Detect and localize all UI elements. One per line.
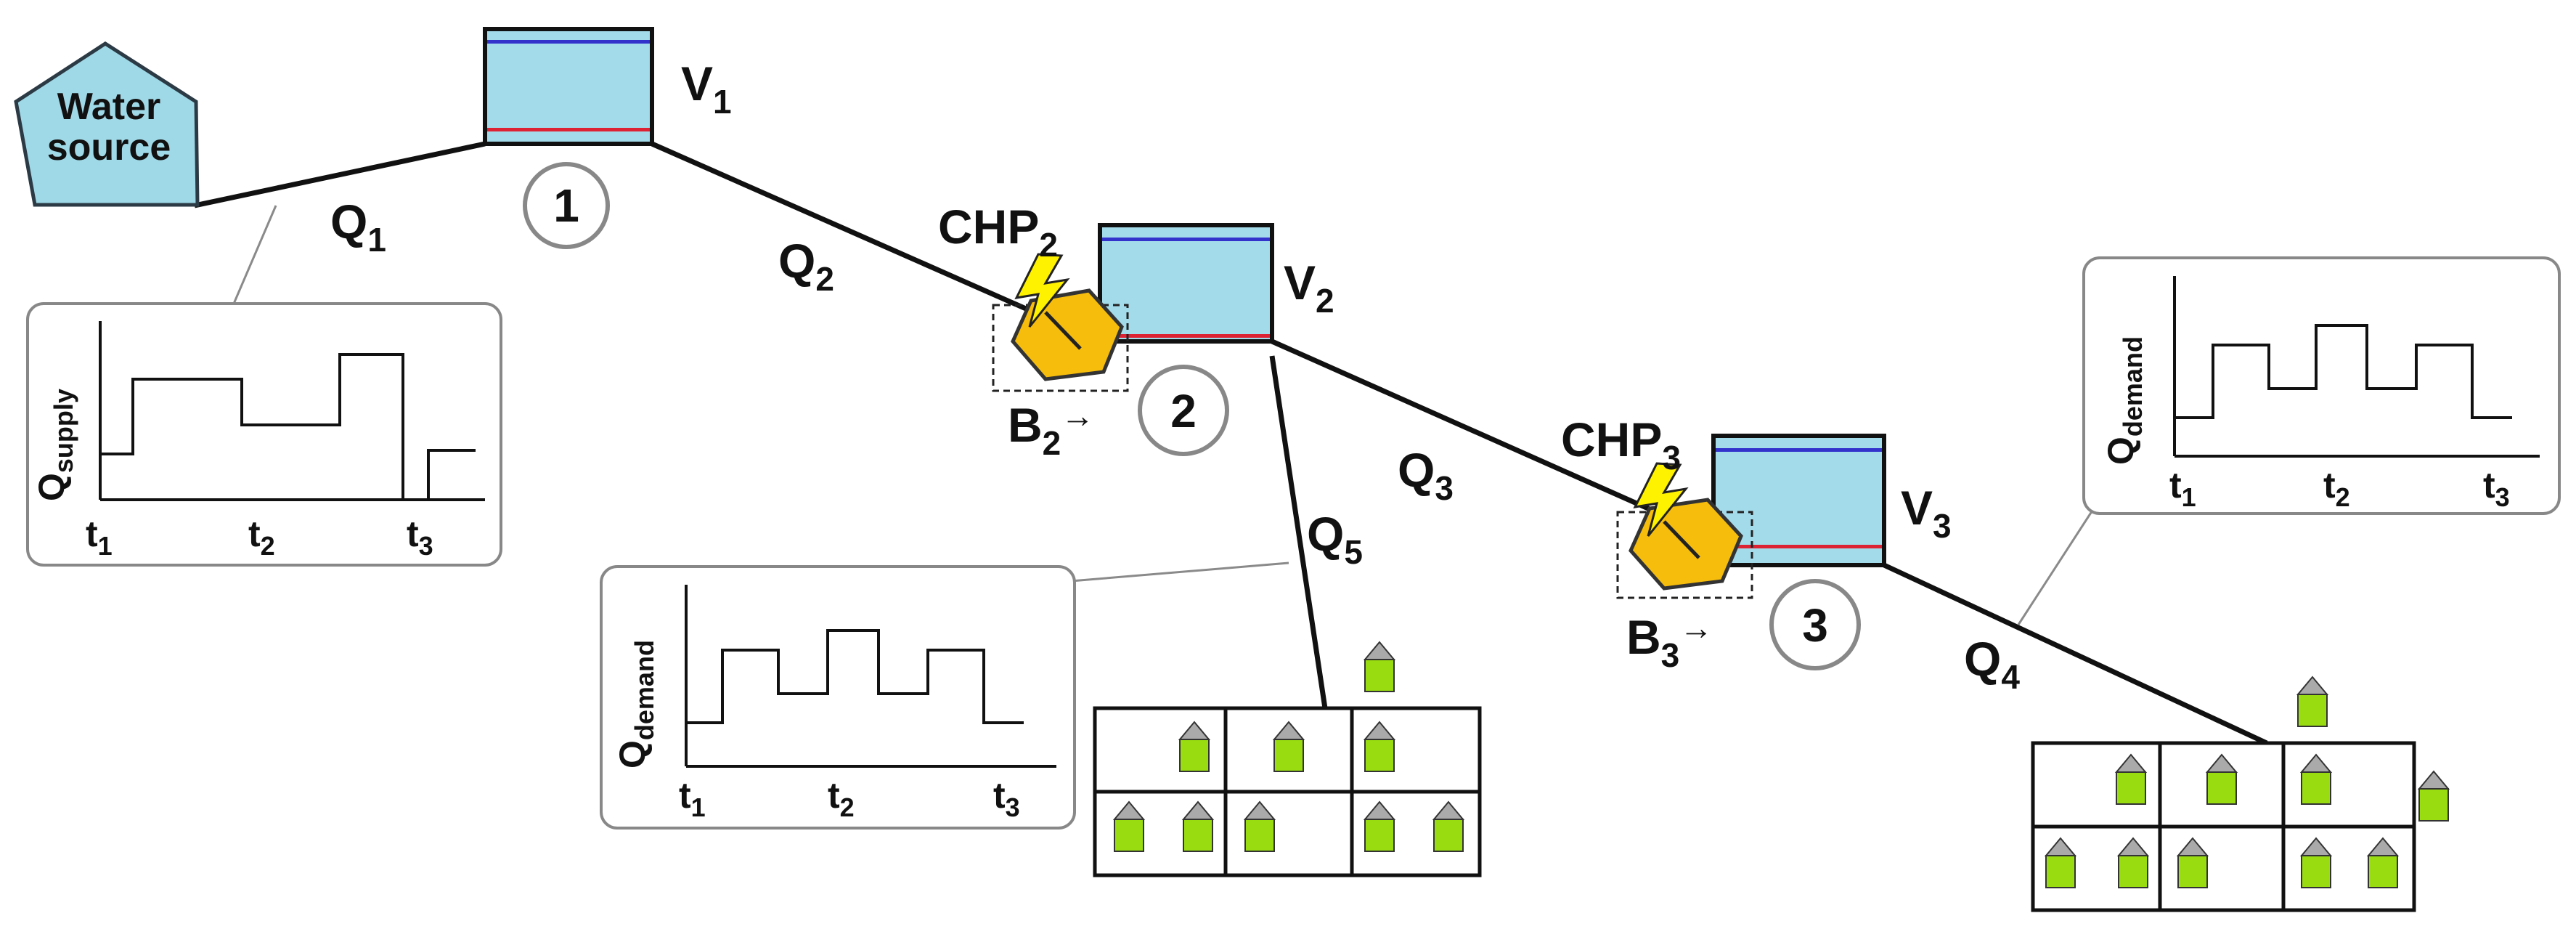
flow-q4-label: Q4	[1964, 632, 2020, 696]
demand-plot-a-frame	[600, 565, 1076, 830]
tank-v1-water	[483, 27, 654, 146]
house-icon	[1363, 800, 1396, 852]
callout-line-demand-b	[2017, 506, 2096, 625]
tank-v3: V3 3	[1711, 434, 1952, 670]
pipe-q5	[1269, 355, 1328, 709]
demand-plot-b-tick-t2: t2	[2323, 465, 2350, 512]
flow-q3-label: Q3	[1398, 443, 1454, 507]
node-3-circle	[1769, 579, 1861, 670]
callout-line-demand-a	[1070, 561, 1289, 583]
lightning-bolt-icon	[1633, 462, 1689, 537]
demand-plot-a-curve	[686, 629, 1024, 724]
house-icon	[2205, 753, 2238, 805]
water-source: Water source	[14, 41, 200, 207]
tank-v3-level-high	[1716, 448, 1882, 452]
flow-q5-label: Q5	[1307, 507, 1363, 571]
water-source-line2: source	[47, 126, 171, 169]
demand-plot-a-tick-t1: t1	[679, 775, 706, 822]
tank-v3-level-low	[1716, 545, 1882, 548]
chp-2-b-label: B2→	[1008, 397, 1094, 462]
house-icon	[1178, 721, 1211, 772]
pipe-q4	[1883, 562, 2268, 746]
supply-plot: Qsupply t1 t2 t3	[26, 302, 502, 567]
tank-v2-water	[1098, 223, 1274, 344]
chp-3-label: CHP3	[1561, 413, 1681, 476]
callout-connectors	[232, 205, 2096, 625]
house-icon	[2366, 837, 2400, 888]
chp-2-bolt-tail	[1044, 311, 1082, 350]
node-3-label: 3	[1802, 599, 1828, 652]
pipes	[194, 141, 2268, 746]
house-icon	[2044, 837, 2077, 888]
house-icon	[1112, 800, 1146, 852]
house-icon	[2299, 837, 2333, 888]
water-source-pentagon	[14, 41, 200, 207]
house-icon	[1432, 800, 1465, 852]
house-icon	[2176, 837, 2209, 888]
house-icon	[2296, 676, 2329, 727]
demand-plot-a-tick-t3: t3	[993, 775, 1020, 822]
demand-plot-b-tick-t1: t1	[2169, 465, 2196, 512]
house-icon	[1243, 800, 1276, 852]
demand-plot-b: Qdemand t1 t2 t3	[2082, 256, 2561, 515]
supply-plot-curve	[100, 353, 476, 501]
tank-v1: V1 1	[483, 27, 732, 249]
house-icon	[1363, 721, 1396, 772]
house-icon	[2299, 753, 2333, 805]
tank-v2-level-high	[1102, 238, 1270, 241]
node-2-circle	[1138, 365, 1229, 456]
house-icon	[1363, 641, 1396, 692]
demand-plot-b-frame	[2082, 256, 2561, 515]
flow-q1-label: Q1	[330, 195, 386, 259]
supply-plot-tick-t2: t2	[248, 514, 275, 561]
chp-3: CHP3 B3→	[1561, 413, 1753, 674]
pipe-q2	[651, 141, 1101, 344]
chp-2: CHP2 B2→	[938, 200, 1129, 462]
houses	[1112, 641, 2450, 888]
water-source-line1: Water	[57, 86, 161, 128]
demand-plot-a-ylabel: Qdemand	[612, 640, 659, 768]
chp-3-bolt-tail	[1663, 520, 1700, 559]
chp-2-label: CHP2	[938, 200, 1058, 264]
supply-plot-tick-t1: t1	[86, 514, 113, 561]
chp-3-b-label: B3→	[1626, 609, 1713, 674]
tank-v1-label: V1	[681, 57, 732, 121]
node-1-circle	[523, 162, 610, 249]
supply-plot-ylabel: Qsupply	[31, 389, 78, 501]
house-icon	[2417, 770, 2450, 822]
tank-v1-level-high	[487, 40, 650, 44]
house-icon	[2116, 837, 2150, 888]
demand-plot-a: Qdemand t1 t2 t3	[600, 565, 1076, 830]
tank-v3-water	[1711, 434, 1886, 567]
pipe-q1	[194, 141, 486, 208]
lightning-bolt-icon	[1014, 253, 1070, 328]
demand-plot-a-tick-t2: t2	[828, 775, 855, 822]
callout-line-supply	[232, 205, 277, 304]
house-icon	[1272, 721, 1305, 772]
tank-v2-label: V2	[1284, 256, 1334, 320]
supply-plot-tick-t3: t3	[407, 514, 433, 561]
tank-v2: V2 2	[1098, 223, 1334, 456]
demand-plot-b-ylabel: Qdemand	[2100, 336, 2148, 465]
flow-q2-label: Q2	[778, 234, 834, 298]
node-2-label: 2	[1170, 385, 1197, 437]
demand-plot-b-curve	[2174, 324, 2512, 419]
tank-v2-level-low	[1102, 334, 1270, 338]
house-icon	[2114, 753, 2148, 805]
node-1-label: 1	[553, 179, 579, 232]
tank-v1-level-low	[487, 128, 650, 131]
tank-v3-label: V3	[1901, 481, 1952, 545]
demand-plot-b-tick-t3: t3	[2483, 465, 2510, 512]
supply-plot-frame	[26, 302, 502, 567]
house-icon	[1181, 800, 1215, 852]
